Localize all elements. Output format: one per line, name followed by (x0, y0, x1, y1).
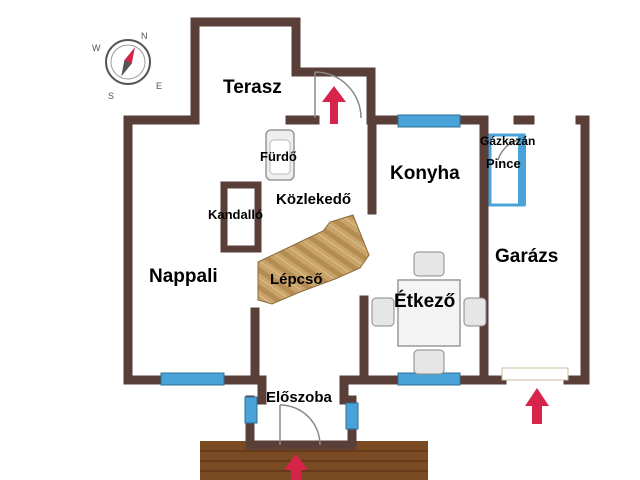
compass-label-n: N (141, 31, 148, 41)
room-label-kandallo: Kandalló (208, 207, 263, 222)
compass-icon (105, 39, 151, 85)
compass-label-s: S (108, 91, 115, 101)
terrace-entry-arrow (322, 86, 346, 124)
room-label-kozlekedo: Közlekedő (276, 191, 352, 208)
dining-table (371, 251, 487, 375)
walls (123, 17, 590, 450)
room-label-lepcso: Lépcső (270, 271, 323, 288)
room-label-etkezo: Étkező (394, 291, 456, 312)
room-label-garazs: Garázs (495, 246, 559, 267)
compass-label-w: W (92, 43, 101, 53)
garage-door (501, 367, 569, 381)
bathroom-fixtures (265, 129, 295, 181)
room-label-gazkazan: Gázkazán (480, 134, 536, 148)
main-entry-arrow (284, 454, 308, 480)
room-label-nappali: Nappali (149, 266, 218, 287)
room-label-furdo: Fürdő (260, 149, 297, 164)
room-label-konyha: Konyha (390, 163, 460, 184)
compass-label-e: E (156, 81, 163, 91)
room-label-terasz: Terasz (223, 77, 282, 98)
doors (279, 71, 519, 446)
room-label-eloszoba: Előszoba (266, 389, 332, 406)
room-label-pince: Pince (486, 156, 521, 171)
stairs-graphic (257, 214, 370, 305)
garage-entry-arrow (525, 388, 549, 424)
boiler-room-walls (488, 133, 526, 207)
windows (160, 114, 461, 430)
